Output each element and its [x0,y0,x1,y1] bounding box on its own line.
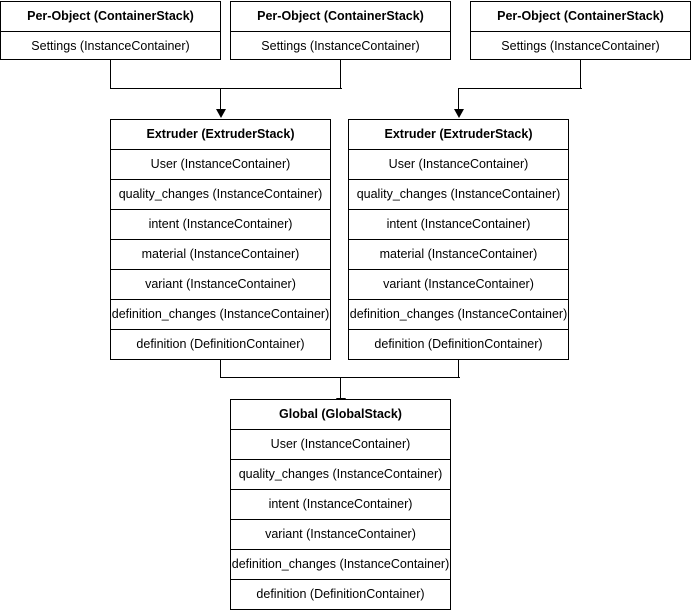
connector-per-object-1-drop [110,60,112,89]
per-object-stack-1-header: Per-Object (ContainerStack) [1,2,220,32]
per-object-stack-2-header: Per-Object (ContainerStack) [231,2,450,32]
extruder-stack-1-row-material: material (InstanceContainer) [111,240,330,270]
extruder-stack-2-row-material: material (InstanceContainer) [349,240,568,270]
global-stack-row-quality-changes: quality_changes (InstanceContainer) [231,460,450,490]
extruder-stack-box-2[interactable]: Extruder (ExtruderStack) User (InstanceC… [348,119,569,360]
global-stack-row-definition: definition (DefinitionContainer) [256,587,425,601]
connector-to-extruder-2-stem [458,88,460,110]
extruder-stack-2-row-user: User (InstanceContainer) [349,150,568,180]
connector-per-object-2-drop [340,60,342,89]
extruder-stack-2-row-definition: definition (DefinitionContainer) [374,337,543,351]
per-object-stack-box-2[interactable]: Per-Object (ContainerStack) Settings (In… [230,1,451,60]
connector-per-object-3-drop [580,60,582,89]
global-stack-header: Global (GlobalStack) [231,400,450,430]
global-stack-row-intent: intent (InstanceContainer) [231,490,450,520]
connector-extruder-2-drop [458,360,460,378]
extruder-stack-1-row-user: User (InstanceContainer) [111,150,330,180]
extruder-stack-2-row-intent: intent (InstanceContainer) [349,210,568,240]
global-stack-row-variant: variant (InstanceContainer) [231,520,450,550]
global-stack-row-definition-changes: definition_changes (InstanceContainer) [231,550,450,580]
extruder-stack-2-row-variant: variant (InstanceContainer) [349,270,568,300]
extruder-stack-1-row-definition: definition (DefinitionContainer) [136,337,305,351]
arrow-to-extruder-1 [216,109,226,118]
per-object-stack-1-row-settings: Settings (InstanceContainer) [31,39,190,53]
per-object-stack-3-header: Per-Object (ContainerStack) [471,2,690,32]
arrow-to-extruder-2 [454,109,464,118]
connector-to-global-stem [340,377,342,399]
connector-per-object-merge-left [110,88,342,90]
global-stack-box[interactable]: Global (GlobalStack) User (InstanceConta… [230,399,451,610]
connector-per-object-3-horizontal [458,88,582,90]
extruder-stack-1-row-quality-changes: quality_changes (InstanceContainer) [111,180,330,210]
per-object-stack-3-row-settings: Settings (InstanceContainer) [501,39,660,53]
extruder-stack-2-header: Extruder (ExtruderStack) [349,120,568,150]
extruder-stack-2-row-quality-changes: quality_changes (InstanceContainer) [349,180,568,210]
extruder-stack-2-row-definition-changes: definition_changes (InstanceContainer) [349,300,568,330]
extruder-stack-1-header: Extruder (ExtruderStack) [111,120,330,150]
extruder-stack-box-1[interactable]: Extruder (ExtruderStack) User (InstanceC… [110,119,331,360]
per-object-stack-2-row-settings: Settings (InstanceContainer) [261,39,420,53]
extruder-stack-1-row-intent: intent (InstanceContainer) [111,210,330,240]
connector-to-extruder-1-stem [220,88,222,110]
global-stack-row-user: User (InstanceContainer) [231,430,450,460]
connector-extruder-1-drop [220,360,222,378]
per-object-stack-box-1[interactable]: Per-Object (ContainerStack) Settings (In… [0,1,221,60]
extruder-stack-1-row-variant: variant (InstanceContainer) [111,270,330,300]
extruder-stack-1-row-definition-changes: definition_changes (InstanceContainer) [111,300,330,330]
per-object-stack-box-3[interactable]: Per-Object (ContainerStack) Settings (In… [470,1,691,60]
